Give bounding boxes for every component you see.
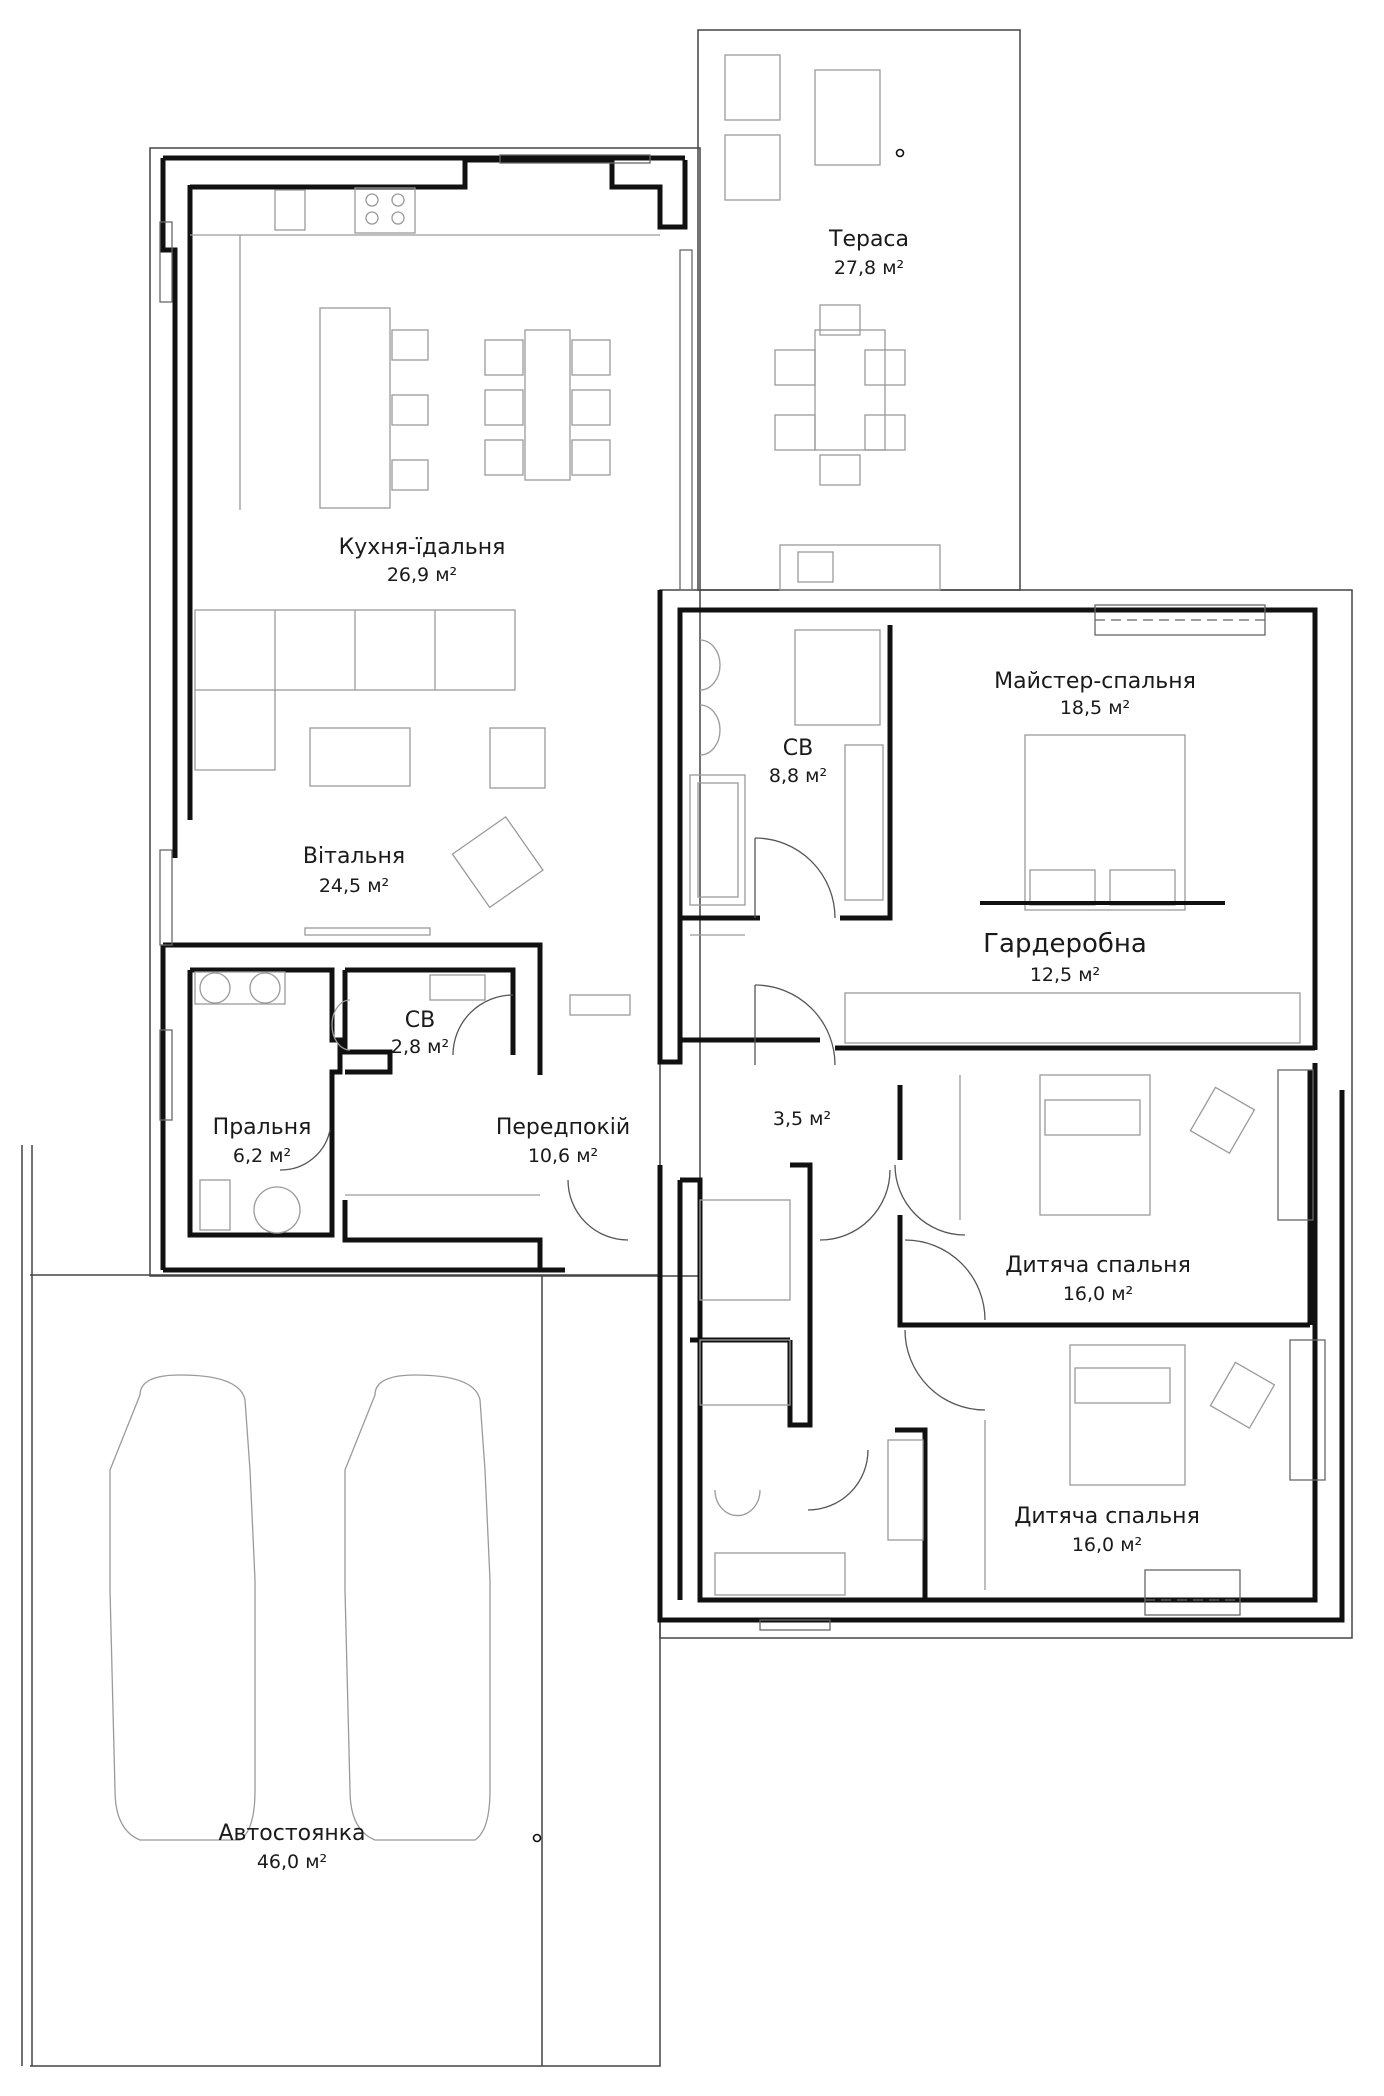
room-master-bedroom: Майстер-спальня 18,5 м²: [994, 669, 1196, 719]
kitchen-area: 26,9 м²: [387, 564, 457, 586]
parking-marker: [532, 1833, 542, 1843]
room-labels: Тераса 27,8 м² Кухня-їдальня 26,9 м² Віт…: [213, 227, 1200, 1873]
terrace-outline: [697, 29, 1021, 591]
room-corridor: 3,5 м²: [773, 1108, 831, 1130]
room-hall: Передпокій 10,6 м²: [496, 1115, 630, 1167]
corridor-area: 3,5 м²: [773, 1108, 831, 1130]
outer-wall-thin: [149, 147, 701, 1277]
hall-area: 10,6 м²: [528, 1145, 598, 1167]
bath-master-area: 8,8 м²: [769, 765, 827, 787]
furniture: [109, 54, 1301, 1841]
laundry-name: Пральня: [213, 1115, 312, 1140]
room-laundry: Пральня 6,2 м²: [213, 1115, 312, 1167]
terrace-area: 27,8 м²: [834, 257, 904, 279]
room-parking: Автостоянка 46,0 м²: [218, 1821, 365, 1873]
bedroom-block-thin: [659, 589, 1353, 1639]
parking-outline: [30, 1274, 661, 2067]
bath-master-name: СВ: [783, 736, 813, 761]
kitchen-name: Кухня-їдальня: [339, 535, 506, 560]
laundry-area: 6,2 м²: [233, 1145, 291, 1167]
kids-bedroom-2-name: Дитяча спальня: [1014, 1504, 1200, 1529]
wc-small-area: 2,8 м²: [391, 1036, 449, 1058]
wardrobe-name: Гардеробна: [983, 929, 1147, 959]
living-name: Вітальня: [303, 844, 405, 869]
room-terrace: Тераса 27,8 м²: [828, 227, 909, 279]
kids-bedroom-1-area: 16,0 м²: [1063, 1283, 1133, 1305]
parking-name: Автостоянка: [218, 1821, 365, 1846]
room-kids-bedroom-1: Дитяча спальня 16,0 м²: [1005, 1253, 1191, 1305]
terrace-name: Тераса: [828, 227, 909, 252]
room-living: Вітальня 24,5 м²: [303, 844, 405, 897]
windows: [159, 154, 1326, 1631]
room-bath-master: СВ 8,8 м²: [769, 736, 827, 787]
parking-area: 46,0 м²: [257, 1851, 327, 1873]
terrace-marker: [895, 148, 905, 158]
room-wardrobe: Гардеробна 12,5 м²: [983, 929, 1147, 986]
living-area: 24,5 м²: [319, 875, 389, 897]
master-bedroom-area: 18,5 м²: [1060, 697, 1130, 719]
hall-name: Передпокій: [496, 1115, 630, 1140]
kids-bedroom-2-area: 16,0 м²: [1072, 1534, 1142, 1556]
wc-small-name: СВ: [405, 1008, 435, 1033]
room-kids-bedroom-2: Дитяча спальня 16,0 м²: [1014, 1504, 1200, 1556]
wardrobe-area: 12,5 м²: [1030, 964, 1100, 986]
doors: [279, 837, 986, 1511]
room-wc-small: СВ 2,8 м²: [391, 1008, 449, 1058]
master-bedroom-name: Майстер-спальня: [994, 669, 1196, 694]
room-kitchen: Кухня-їдальня 26,9 м²: [339, 535, 506, 586]
kids-bedroom-1-name: Дитяча спальня: [1005, 1253, 1191, 1278]
